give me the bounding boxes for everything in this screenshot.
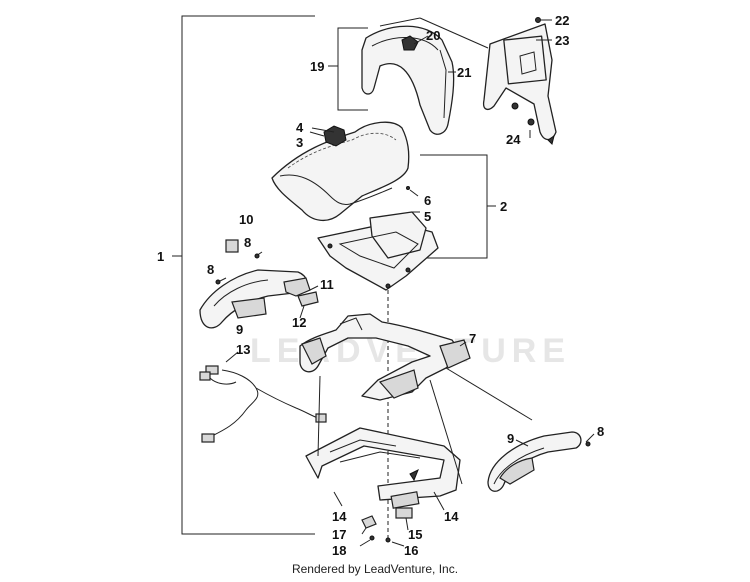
callout-21: 21 <box>457 65 471 80</box>
assembly-bracket-1 <box>172 15 315 535</box>
callout-15: 15 <box>408 527 422 542</box>
wiring-harness <box>199 365 327 443</box>
callout-8-top: 8 <box>244 235 251 250</box>
backrest-bracket <box>482 23 557 141</box>
grab-handle-left <box>199 269 308 329</box>
seat-frame <box>299 313 471 401</box>
callout-13: 13 <box>236 342 250 357</box>
callout-12: 12 <box>292 315 306 330</box>
callout-20: 20 <box>426 28 440 43</box>
callout-23: 23 <box>555 33 569 48</box>
callout-16: 16 <box>404 543 418 558</box>
callout-1: 1 <box>157 249 164 264</box>
callout-14-right: 14 <box>444 509 459 524</box>
seat-cushion <box>271 121 410 221</box>
callout-9-left: 9 <box>236 322 243 337</box>
callout-8-right: 8 <box>597 424 604 439</box>
callout-18: 18 <box>332 543 346 558</box>
callout-5: 5 <box>424 209 431 224</box>
seat-base <box>317 211 439 291</box>
callout-24: 24 <box>506 132 521 147</box>
grab-handle-right <box>487 431 582 492</box>
callout-8-left: 8 <box>207 262 214 277</box>
callout-10: 10 <box>239 212 253 227</box>
callout-7: 7 <box>469 331 476 346</box>
latch-10 <box>225 239 239 253</box>
callout-14-left: 14 <box>332 509 347 524</box>
callout-2: 2 <box>500 199 507 214</box>
footer-credit: Rendered by LeadVenture, Inc. <box>291 562 459 576</box>
seat-mount-plate <box>305 427 461 519</box>
callout-19: 19 <box>310 59 324 74</box>
assembly-bracket-19 <box>328 27 368 111</box>
callout-9-right: 9 <box>507 431 514 446</box>
callout-22: 22 <box>555 13 569 28</box>
backrest-pad <box>361 25 455 135</box>
callout-11: 11 <box>320 277 334 292</box>
assembly-bracket-2 <box>420 154 496 259</box>
callout-6: 6 <box>424 193 431 208</box>
callout-3: 3 <box>296 135 303 150</box>
callout-4: 4 <box>296 120 304 135</box>
callout-17: 17 <box>332 527 346 542</box>
